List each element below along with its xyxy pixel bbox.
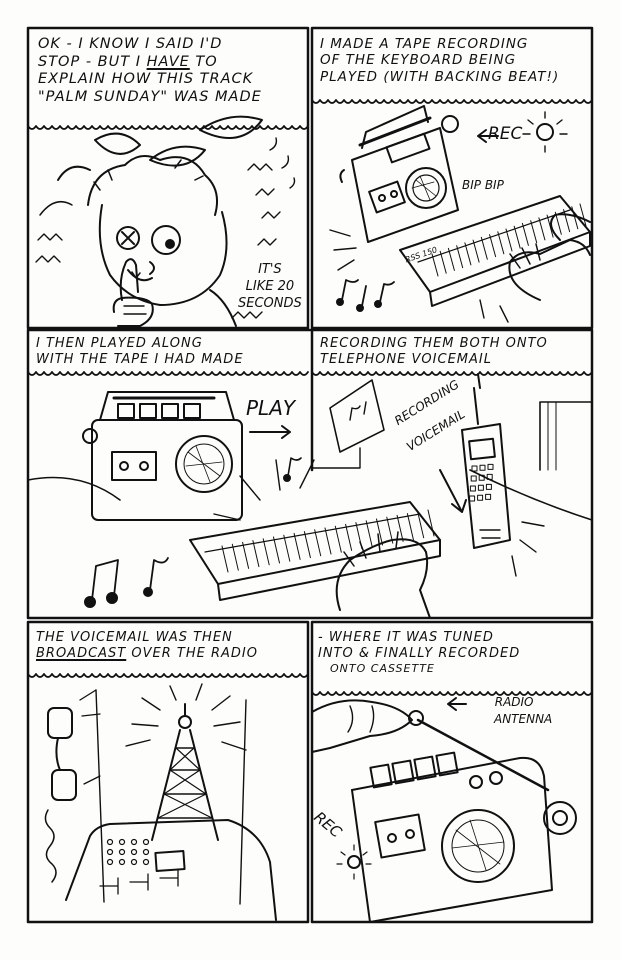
panel2-rec-label: REC [488,124,523,144]
panel5-caption-line2: BROADCAST OVER THE RADIO [36,645,258,661]
panel3-play-label: PLAY [246,396,296,420]
panel3-caption: I THEN PLAYED ALONG WITH THE TAPE I HAD … [36,336,244,368]
panel6-caption: - WHERE IT WAS TUNED INTO & FINALLY RECO… [318,630,520,675]
panel2-caption-line3: PLAYED (WITH BACKING BEAT!) [320,68,560,85]
panel1-caption-line1: OK - I KNOW I SAID I'D [38,36,223,52]
panel4-caption-line1: RECORDING THEM BOTH ONTO [320,336,548,351]
panel3-caption-line2: WITH THE TAPE I HAD MADE [36,351,244,367]
panel2-caption: I MADE A TAPE RECORDING OF THE KEYBOARD … [320,36,559,85]
panel3-caption-line1: I THEN PLAYED ALONG [36,336,203,351]
panel4-caption: RECORDING THEM BOTH ONTO TELEPHONE VOICE… [320,336,548,368]
radio-antenna-label: RADIO ANTENNA [476,694,552,728]
panel2-caption-line2: OF THE KEYBOARD BEING [320,52,517,69]
panel6-caption-line1: - WHERE IT WAS TUNED [318,630,494,645]
panel1-character [35,115,296,327]
panel2-bip-sound: BIP BIP [462,178,504,192]
aside-line1: IT'S [258,262,282,277]
panel1-caption: OK - I KNOW I SAID I'D STOP - BUT I HAVE… [38,36,262,107]
panel6-caption-line2: INTO & FINALLY RECORDED [318,645,521,661]
caption-edges [27,99,593,696]
panel4-caption-line2: TELEPHONE VOICEMAIL [320,351,492,367]
panel1-caption-line2: STOP - BUT I HAVE TO [38,53,218,70]
aside-line2: LIKE 20 [245,278,295,294]
antenna-line1: RADIO [494,695,534,709]
emphasis-broadcast: BROADCAST [36,645,127,661]
panel5-caption-line1: THE VOICEMAIL WAS THEN [36,630,233,645]
panel6-artwork [311,697,577,923]
aside-line3: SECONDS [238,295,302,311]
panel3-artwork [27,373,593,619]
antenna-line2: ANTENNA [494,711,553,726]
panel1-caption-line4: "PALM SUNDAY" WAS MADE [38,89,262,106]
panel1-aside: IT'S LIKE 20 SECONDS [238,262,302,313]
panel5-caption: THE VOICEMAIL WAS THEN BROADCAST OVER TH… [36,630,258,662]
panel2-caption-line1: I MADE A TAPE RECORDING [320,36,529,52]
panel1-caption-line3: EXPLAIN HOW THIS TRACK [38,71,254,88]
panel2-artwork [329,105,591,323]
emphasis-have: HAVE [146,53,190,70]
panel-borders [26,26,594,924]
panel5-artwork [44,683,277,921]
panel6-caption-line3: ONTO CASSETTE [330,661,435,675]
